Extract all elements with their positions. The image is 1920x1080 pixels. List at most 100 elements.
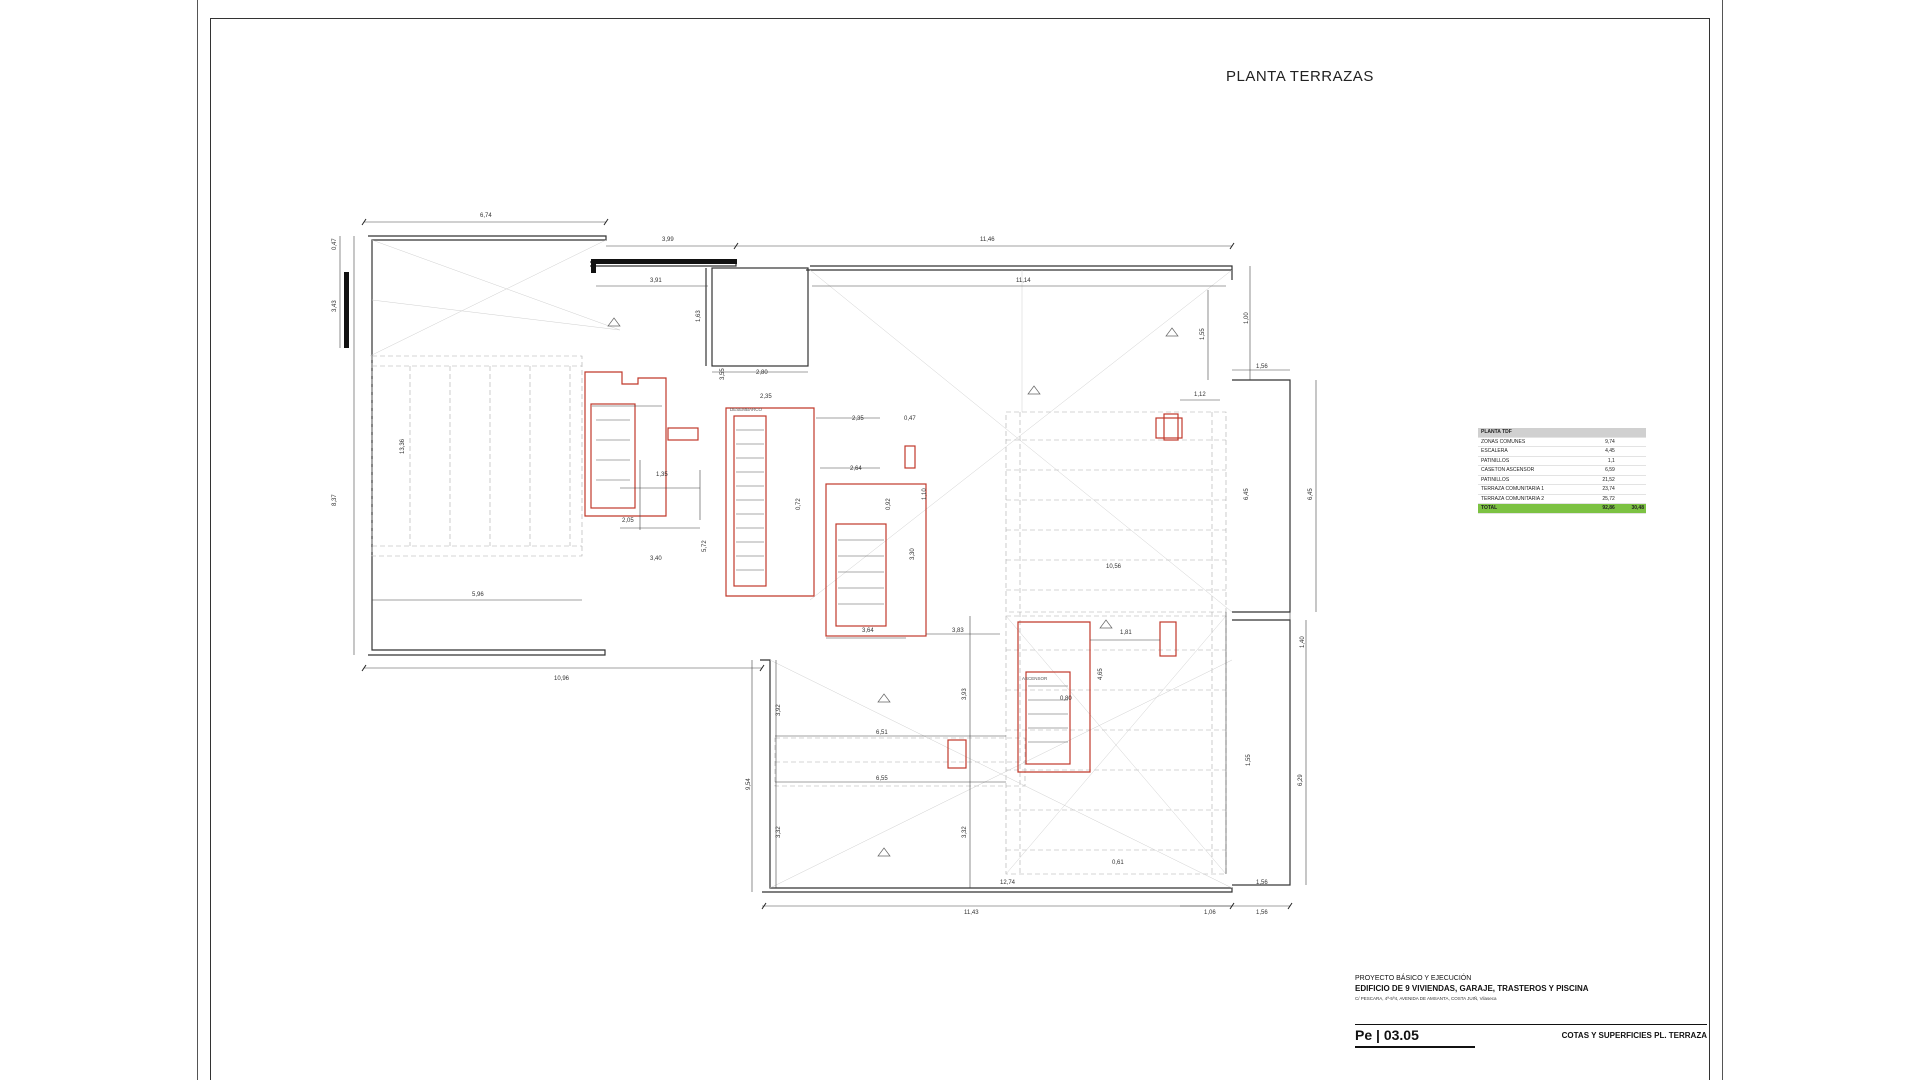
table-row: TERRAZA COMUNITARIA 1 23,74 [1478,485,1646,495]
table-row: PATINILLOS 1,1 [1478,457,1646,466]
surfaces-header: PLANTA TDF [1478,428,1646,438]
dim-lower-d-h: 3,32 [962,826,968,838]
dim-patio-height: 1,63 [696,310,702,322]
row-name: ESCALERA [1481,448,1508,455]
dim-right-f: 1,81 [1120,630,1132,636]
title-block: PROYECTO BÁSICO Y EJECUCIÓN EDIFICIO DE … [1355,975,1707,1048]
dim-left-bay: 13,36 [400,438,406,454]
surfaces-header-label: PLANTA TDF [1481,429,1512,436]
project-type: PROYECTO BÁSICO Y EJECUCIÓN [1355,975,1472,982]
row-name: PATINILLOS [1481,476,1510,483]
dim-right-b: 0,47 [904,416,916,422]
dim-right-lower-a: 1,40 [1300,636,1306,648]
table-row: ZONAS COMUNES 9,74 [1478,438,1646,447]
dim-lower-right-d: 1,56 [1256,910,1268,916]
dim-lower-a: 6,51 [876,730,888,736]
sheet-code-underline [1355,1046,1475,1048]
row-value: 1,1 [1607,457,1615,464]
dim-right-c: 2,64 [850,466,862,472]
stair-cores [584,371,1183,773]
total-extra: 30,48 [1631,505,1644,512]
dim-inner-top: 3,91 [650,278,662,284]
plan-title: PLANTA TERRAZAS [1226,68,1374,85]
dim-stair-a: 1,35 [656,472,668,478]
dim-right-stair: 0,80 [1060,696,1072,702]
dim-right-lower-c: 1,55 [1246,754,1252,766]
project-address: C/ PESCARA, 4ª-5ª4, AVENIDA DE AMSANTA, … [1355,996,1497,1001]
row-value: 4,45 [1605,448,1615,455]
row-value: 25,72 [1602,495,1615,502]
dim-right-small-width: 1,56 [1256,364,1268,370]
table-row: PATINILLOS 21,52 [1478,476,1646,485]
dimension-ticks [361,218,1293,910]
dim-right-small-b: 1,12 [1194,392,1206,398]
heavy-walls [344,259,737,348]
roof-hatch [371,355,1227,875]
dim-lower-total: 11,43 [964,910,979,916]
dim-lower-b-h: 3,32 [776,826,782,838]
dim-patio-width: 2,80 [756,370,768,376]
dim-left-bottom-total: 10,96 [554,676,570,682]
dim-right-small-height: 1,00 [1244,312,1250,324]
dim-left-top: 0,47 [332,238,338,250]
row-name: TERRAZA COMUNITARIA 1 [1481,486,1544,493]
dim-left-upper: 3,43 [332,300,338,312]
row-name: TERRAZA COMUNITARIA 2 [1481,495,1544,502]
table-row: TERRAZA COMUNITARIA 2 25,72 [1478,495,1646,504]
dim-center-d: 1,10 [922,488,928,500]
dimension-texts: 6,74 3,99 11,46 11,14 3,91 8,37 3,43 0,4… [332,213,1314,916]
dim-right-small-c: 1,55 [1200,328,1206,340]
total-value: 92,86 [1602,505,1615,512]
dim-center-b: 3,30 [910,548,916,560]
dim-right-roof-width: 10,56 [1106,564,1122,570]
project-name: EDIFICIO DE 9 VIVIENDAS, GARAJE, TRASTER… [1355,984,1589,993]
stair-treads [596,419,1068,743]
row-name: PATINILLOS [1481,457,1510,464]
slope-lines [369,239,1233,889]
dim-lower-height-total: 9,54 [746,778,752,790]
dim-top-right: 11,46 [980,237,995,243]
dim-inner-right: 11,14 [1016,278,1031,284]
total-label: TOTAL [1481,505,1498,512]
dim-top-mid: 3,99 [662,237,674,243]
dim-right-lower-b: 6,29 [1298,774,1304,786]
dim-right-core-b: 0,61 [1112,860,1124,866]
row-value: 21,52 [1602,476,1615,483]
drawing-sheet [197,0,1723,1080]
row-value: 9,74 [1605,438,1615,445]
dim-hall-width: 3,40 [650,556,662,562]
table-row: ESCALERA 4,45 [1478,447,1646,457]
dim-center-a: 3,55 [720,368,726,380]
row-value: 23,74 [1602,486,1615,493]
dim-left-total: 8,37 [332,494,338,506]
dimension-lines [339,221,1317,907]
dim-hall-height: 5,72 [702,540,708,552]
sheet-title: COTAS Y SUPERFICIES PL. TERRAZA [1561,1031,1707,1040]
dim-left-bottom-inner: 5,96 [472,592,484,598]
dim-right-a: 2,35 [852,416,864,422]
drawing-frame [210,18,1710,1080]
building-outline [368,235,1291,893]
dim-right-outer-height: 6,45 [1308,488,1314,500]
dim-corridor: 2,35 [760,394,772,400]
title-block-rule [1355,1024,1707,1025]
dim-stair-b: 2,05 [622,518,634,524]
dim-lower-right-b: 1,06 [1204,910,1216,916]
dim-lower-c-h: 3,93 [962,688,968,700]
dim-center-c: 0,72 [796,498,802,510]
row-name: CASETON ASCENSOR [1481,467,1535,474]
row-name: ZONAS COMUNES [1481,438,1526,445]
table-row: CASETON ASCENSOR 6,59 [1478,466,1646,476]
dim-right-roof-height: 6,45 [1244,488,1250,500]
row-value: 6,59 [1605,467,1615,474]
dim-right-e: 3,83 [952,628,964,634]
dim-top-left: 6,74 [480,213,492,219]
dim-lower-right-c: 1,56 [1256,880,1268,886]
dim-lower-a-h: 3,92 [776,704,782,716]
stair-label-lift: ASCENSOR [1022,676,1048,681]
dim-center-e: 0,92 [886,498,892,510]
dim-right-d: 3,64 [862,628,874,634]
dim-lower-b: 6,55 [876,776,888,782]
surfaces-table: PLANTA TDF ZONAS COMUNES 9,74 ESCALERA 4… [1478,428,1646,514]
